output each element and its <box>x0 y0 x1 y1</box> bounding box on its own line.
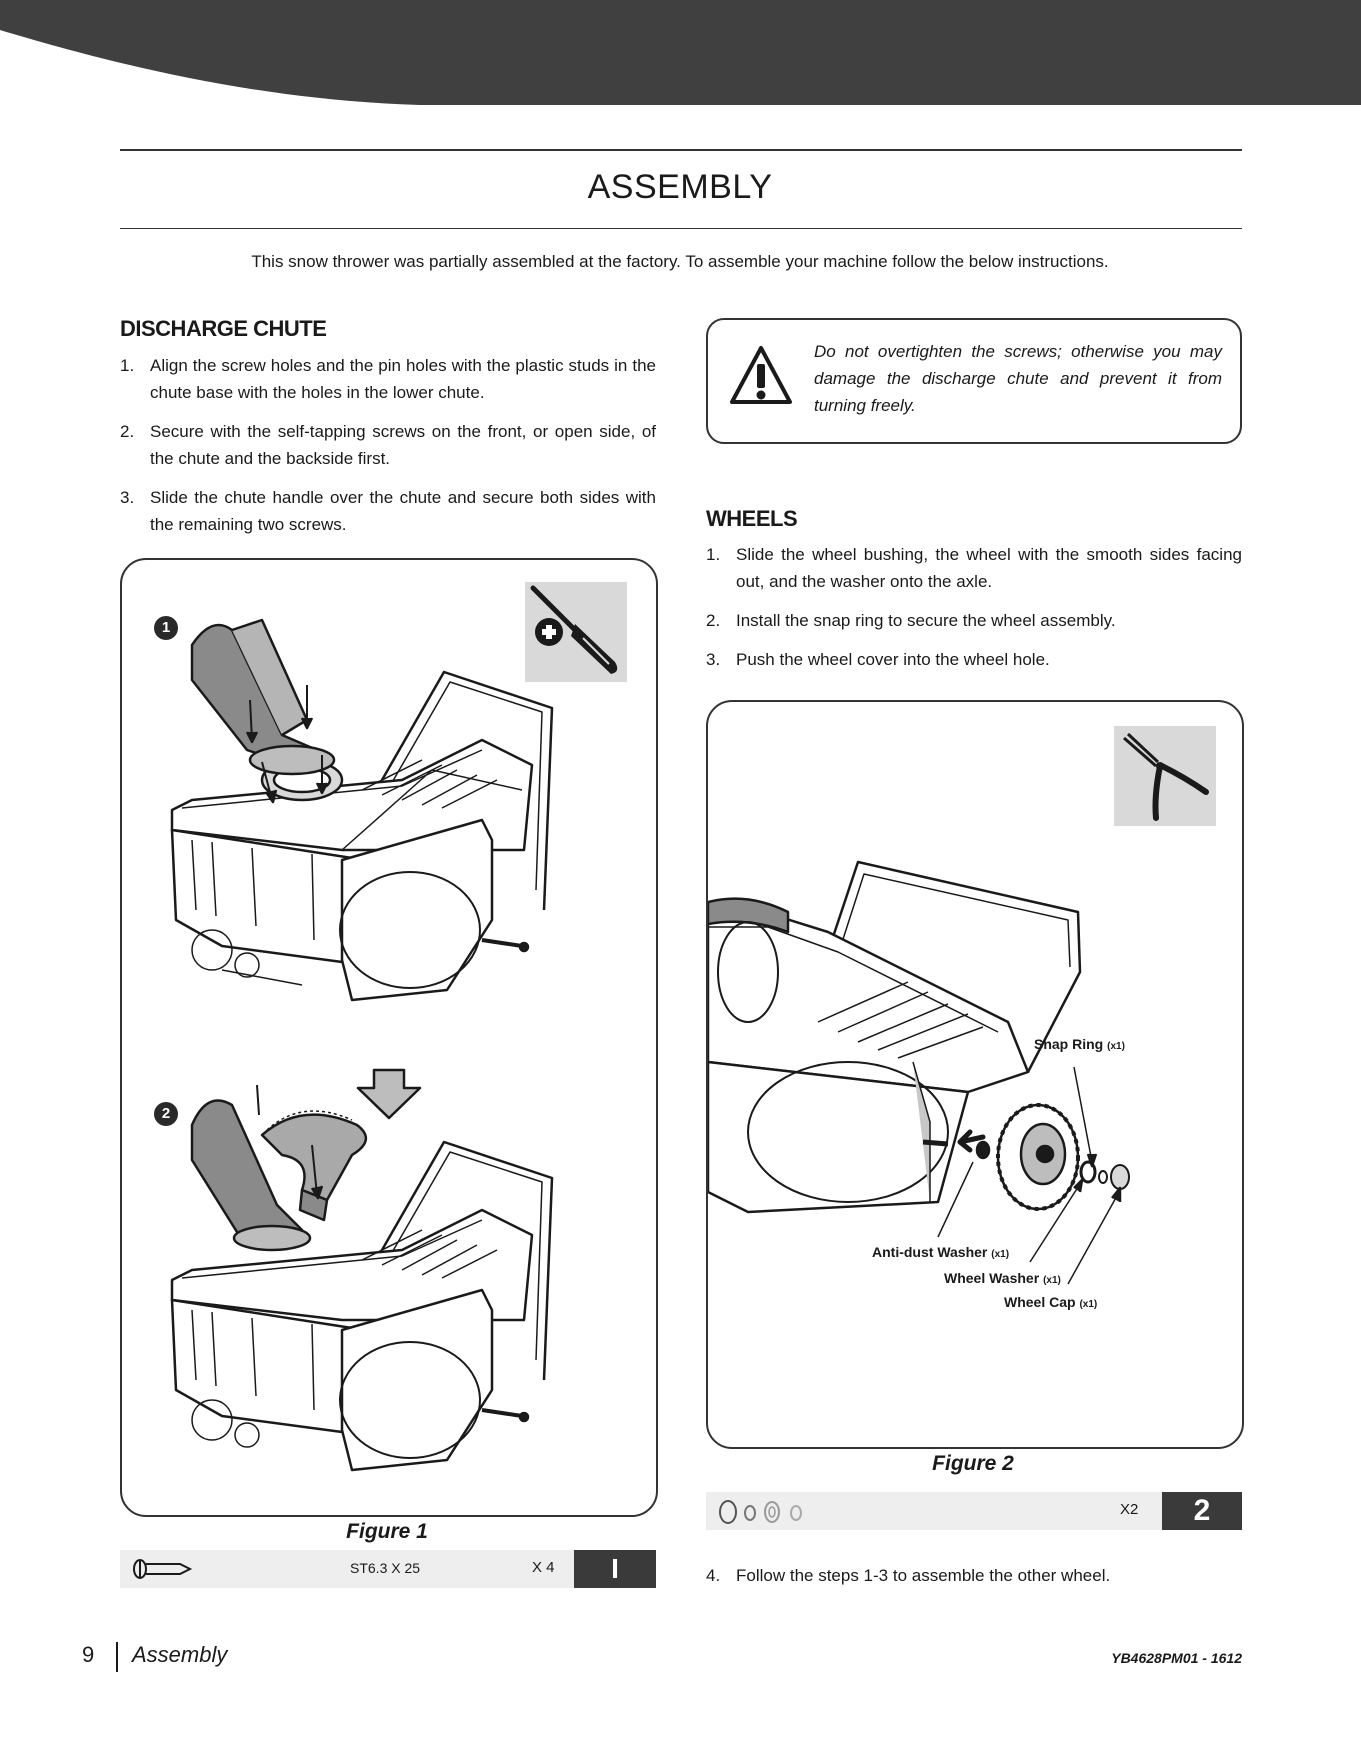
pliers-icon <box>1114 726 1216 826</box>
figure-1-frame: 1 2 <box>120 558 658 1517</box>
callout-qty: (x1) <box>991 1249 1010 1260</box>
footer-section: Assembly <box>132 1642 228 1667</box>
callout-qty: (x1) <box>1079 1299 1098 1310</box>
callout-label: Anti-dust Washer <box>872 1244 988 1260</box>
callout-qty: (x1) <box>1043 1275 1061 1286</box>
callout-label: Wheel Washer <box>944 1270 1040 1286</box>
step-number: 2. <box>120 422 135 441</box>
top-banner <box>0 0 1361 105</box>
screwdriver-icon <box>525 582 627 682</box>
arrow-down-icon <box>356 1068 422 1120</box>
callout-label: Snap Ring <box>1034 1036 1104 1052</box>
step-number: 1. <box>120 356 135 375</box>
screw-icon <box>133 1559 193 1579</box>
hardware-bag-badge: I <box>574 1550 656 1588</box>
washer-set-icon <box>719 1500 802 1524</box>
list-item: 1. Slide the wheel bushing, the wheel wit… <box>706 541 1242 595</box>
snow-thrower-wheel-illustration <box>708 860 1130 1285</box>
callout-wheel-cap: Wheel Cap (x1) <box>1004 1294 1097 1310</box>
callout-wheel-washer: Wheel Washer (x1) <box>944 1270 1061 1286</box>
list-item: 2. Secure with the self-tapping screws on… <box>120 418 656 472</box>
step-text: Push the wheel cover into the wheel hole… <box>736 650 1050 669</box>
list-item: 4. Follow the steps 1-3 to assemble the o… <box>706 1562 1242 1589</box>
callout-label: Wheel Cap <box>1004 1294 1076 1310</box>
wheels-step-4: 4. Follow the steps 1-3 to assemble the o… <box>706 1562 1242 1601</box>
page-title: ASSEMBLY <box>587 168 773 206</box>
snow-thrower-chute-illustration-step2 <box>170 1084 554 1472</box>
step-text: Align the screw holes and the pin holes … <box>150 356 656 402</box>
section-heading-wheels: WHEELS <box>706 506 798 531</box>
step-number: 4. <box>706 1566 721 1585</box>
step-text: Install the snap ring to secure the whee… <box>736 611 1116 630</box>
step-text: Secure with the self-tapping screws on t… <box>150 422 656 468</box>
hardware-bag-badge: 2 <box>1162 1492 1242 1530</box>
screw-quantity: X 4 <box>532 1559 555 1576</box>
discharge-chute-steps: 1. Align the screw holes and the pin hole… <box>120 352 656 550</box>
list-item: 3. Slide the chute handle over the chute … <box>120 484 656 538</box>
figure-2-frame: Snap Ring (x1) Anti-dust Washer (x1) Whe… <box>706 700 1244 1449</box>
section-heading-discharge-chute: DISCHARGE CHUTE <box>120 316 327 341</box>
washer-quantity: X2 <box>1120 1501 1139 1518</box>
warning-box: Do not overtighten the screws; otherwise… <box>706 318 1242 444</box>
step-number: 3. <box>706 650 721 669</box>
intro-text: This snow thrower was partially assemble… <box>251 252 1109 271</box>
step-text: Follow the steps 1-3 to assemble the oth… <box>736 1566 1111 1585</box>
footer-divider <box>116 1642 118 1672</box>
page-number: 9 <box>82 1642 95 1667</box>
title-rule-bottom <box>120 228 1242 229</box>
step-number: 1. <box>706 545 721 564</box>
callout-anti-dust-washer: Anti-dust Washer (x1) <box>872 1244 1009 1260</box>
figure-1-parts-bar: ST6.3 X 25 X 4 I <box>120 1550 656 1588</box>
step-text: Slide the chute handle over the chute an… <box>150 488 656 534</box>
list-item: 2. Install the snap ring to secure the wh… <box>706 607 1242 634</box>
list-item: 1. Align the screw holes and the pin hole… <box>120 352 656 406</box>
step-number: 2. <box>706 611 721 630</box>
title-rule-top <box>120 149 1242 151</box>
figure-2-caption: Figure 2 <box>932 1452 1014 1475</box>
step-badge-1: 1 <box>154 616 178 640</box>
warning-text: Do not overtighten the screws; otherwise… <box>814 342 1222 415</box>
warning-triangle-icon <box>730 346 792 404</box>
screw-spec: ST6.3 X 25 <box>350 1560 421 1576</box>
step-number: 3. <box>120 488 135 507</box>
step-badge-2: 2 <box>154 1102 178 1126</box>
callout-snap-ring: Snap Ring (x1) <box>1034 1036 1125 1052</box>
figure-2-parts-bar: X2 2 <box>706 1492 1242 1530</box>
list-item: 3. Push the wheel cover into the wheel ho… <box>706 646 1242 673</box>
figure-1-caption: Figure 1 <box>346 1520 428 1543</box>
callout-qty: (x1) <box>1107 1041 1125 1052</box>
document-code: YB4628PM01 - 1612 <box>1111 1650 1242 1666</box>
step-text: Slide the wheel bushing, the wheel with … <box>736 545 1242 591</box>
snow-thrower-chute-illustration-step1 <box>170 618 554 1002</box>
wheels-steps: 1. Slide the wheel bushing, the wheel wit… <box>706 541 1242 685</box>
